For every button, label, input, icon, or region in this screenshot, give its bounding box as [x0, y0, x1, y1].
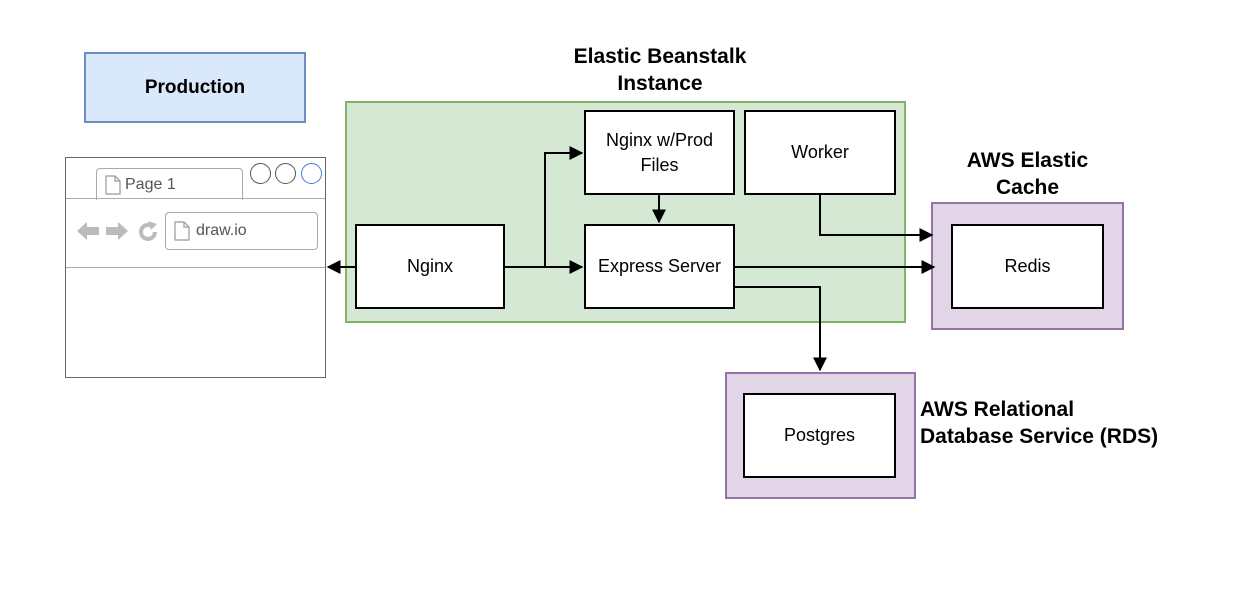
browser-window: Page 1 draw.io — [65, 157, 326, 378]
redis-node[interactable]: Redis — [951, 224, 1104, 309]
edge-express-to-postgres — [735, 286, 827, 372]
production-label: Production — [84, 52, 306, 123]
browser-tab-label: Page 1 — [125, 175, 176, 193]
tab-divider — [66, 198, 325, 199]
elasticache-group-label: AWS Elastic Cache — [966, 149, 1089, 200]
browser-tab[interactable]: Page 1 — [96, 168, 243, 200]
worker-node[interactable]: Worker — [744, 110, 896, 195]
refresh-icon[interactable] — [136, 220, 160, 244]
window-close-icon[interactable] — [301, 163, 322, 184]
forward-arrow-icon[interactable] — [105, 220, 129, 242]
nginx-prod-node[interactable]: Nginx w/Prod Files — [584, 110, 735, 195]
back-arrow-icon[interactable] — [76, 220, 100, 242]
nginx-node[interactable]: Nginx — [355, 224, 505, 309]
address-bar-url: draw.io — [196, 222, 247, 239]
page-icon — [105, 174, 121, 195]
address-bar[interactable]: draw.io — [165, 212, 318, 250]
window-maximize-icon[interactable] — [275, 163, 296, 184]
nav-divider — [66, 267, 325, 268]
window-minimize-icon[interactable] — [250, 163, 271, 184]
page-icon — [174, 221, 190, 241]
beanstalk-group-label: Elastic Beanstalk Instance — [573, 45, 747, 96]
edge-worker-to-redis — [819, 195, 934, 242]
express-server-node[interactable]: Express Server — [584, 224, 735, 309]
postgres-node[interactable]: Postgres — [743, 393, 896, 478]
rds-group-label: AWS Relational Database Service (RDS) — [920, 398, 1159, 449]
edge-nginx-to-nginx-prod — [544, 146, 584, 267]
